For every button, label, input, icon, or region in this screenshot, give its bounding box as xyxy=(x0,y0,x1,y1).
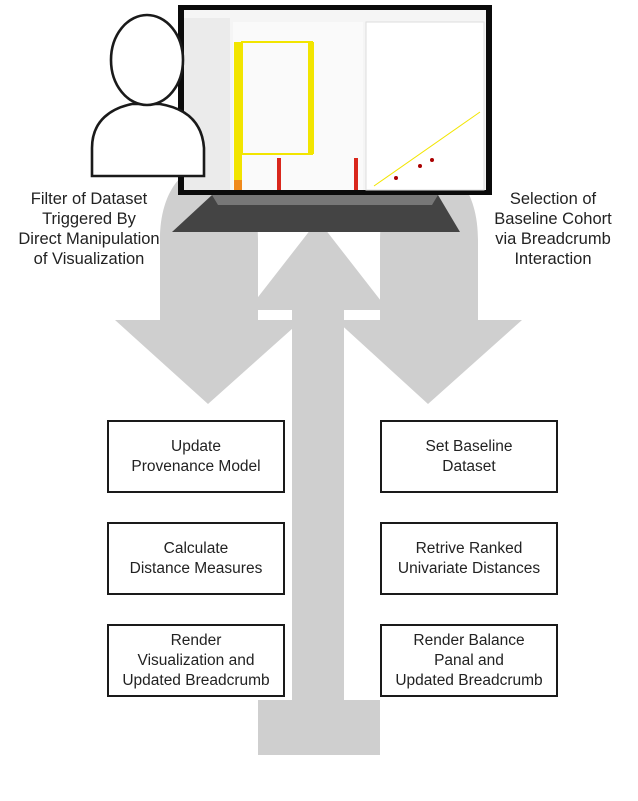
right-step-3: Render Balance Panal and Updated Breadcr… xyxy=(380,624,558,697)
app-main-panel xyxy=(233,22,363,190)
user-body xyxy=(90,102,206,178)
orange-strip xyxy=(234,180,242,190)
right-panel xyxy=(365,21,485,191)
left-trigger-label: Filter of Dataset Triggered By Direct Ma… xyxy=(0,189,178,269)
yellow-bar-right xyxy=(308,42,314,154)
loop-arrow-shape xyxy=(115,165,522,755)
monitor-stand-top xyxy=(212,195,438,205)
yellow-strip xyxy=(234,42,242,188)
right-step-2: Retrive Ranked Univariate Distances xyxy=(380,522,558,595)
step-label: Retrive Ranked Univariate Distances xyxy=(397,539,541,577)
right-step-1: Set Baseline Dataset xyxy=(380,420,558,493)
plot-diagonal xyxy=(373,111,481,187)
left-step-1: Update Provenance Model xyxy=(107,420,285,493)
right-trigger-label: Selection of Baseline Cohort via Breadcr… xyxy=(468,189,638,269)
plot-point xyxy=(418,164,422,168)
step-label: Set Baseline Dataset xyxy=(425,437,513,475)
left-trigger-text: Filter of Dataset Triggered By Direct Ma… xyxy=(18,190,160,268)
plot-point xyxy=(394,176,398,180)
step-label: Calculate Distance Measures xyxy=(129,539,263,577)
left-step-3: Render Visualization and Updated Breadcr… xyxy=(107,624,285,697)
red-bar-2 xyxy=(354,158,358,190)
plot-point xyxy=(430,158,434,162)
right-trigger-text: Selection of Baseline Cohort via Breadcr… xyxy=(494,190,612,268)
red-bar-1 xyxy=(277,158,281,190)
user-head xyxy=(109,13,185,107)
step-label: Update Provenance Model xyxy=(131,437,261,475)
step-label: Render Visualization and Updated Breadcr… xyxy=(122,631,270,689)
step-label: Render Balance Panal and Updated Breadcr… xyxy=(395,631,543,689)
left-step-2: Calculate Distance Measures xyxy=(107,522,285,595)
